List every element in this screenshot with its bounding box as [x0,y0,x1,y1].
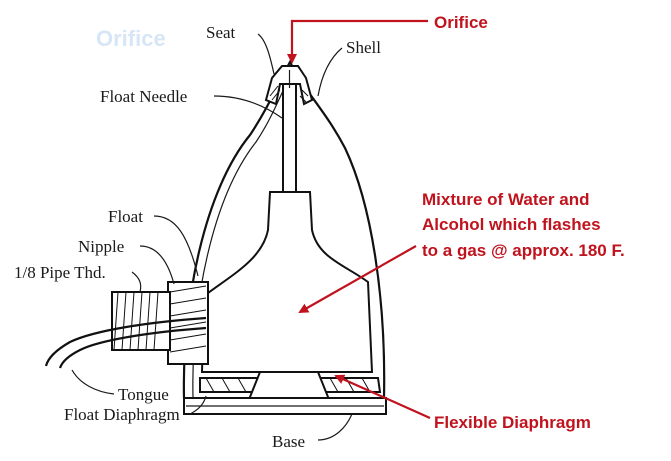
leader-nipple [139,245,175,285]
annotation-flexible-diaphragm: Flexible Diaphragm [434,413,591,432]
leader-float-needle [213,95,283,119]
label-tongue: Tongue [118,385,169,404]
leader-float-diaphragm [189,395,207,415]
float-needle [282,83,297,195]
tongue-tube-lower [58,326,207,369]
arrow-mixture [298,245,417,313]
seat-hatch [269,85,309,103]
leader-seat [257,33,275,75]
label-seat: Seat [206,23,236,42]
annotation-mixture-line2: Alcohol which flashes [422,215,601,234]
nipple-hatch [169,285,207,353]
leader-pipe-thread [131,271,142,293]
arrow-flexible-diaphragm [334,374,431,420]
label-float-diaphragm: Float Diaphragm [64,405,180,424]
leader-shell [317,47,343,97]
float-body [200,191,374,373]
label-float-needle: Float Needle [100,87,187,106]
annotation-orifice: Orifice [434,13,488,32]
ghost-orifice-text: Orifice [96,26,166,51]
arrow-orifice [287,19,428,64]
label-base: Base [272,432,305,451]
diaphragm-hatch [205,377,371,393]
annotation-mixture-line1: Mixture of Water and [422,190,590,209]
label-shell: Shell [346,38,381,57]
seat-part [264,65,314,106]
label-float: Float [108,207,143,226]
label-nipple: Nipple [78,237,124,256]
pipe-thread-hatch [113,291,159,351]
leader-float [153,215,199,277]
tongue-tube [44,316,207,367]
label-pipe-thread: 1/8 Pipe Thd. [14,263,106,282]
leader-base [317,413,353,441]
leader-tongue [71,369,115,395]
annotation-mixture-line3: to a gas @ approx. 180 F. [422,241,625,260]
